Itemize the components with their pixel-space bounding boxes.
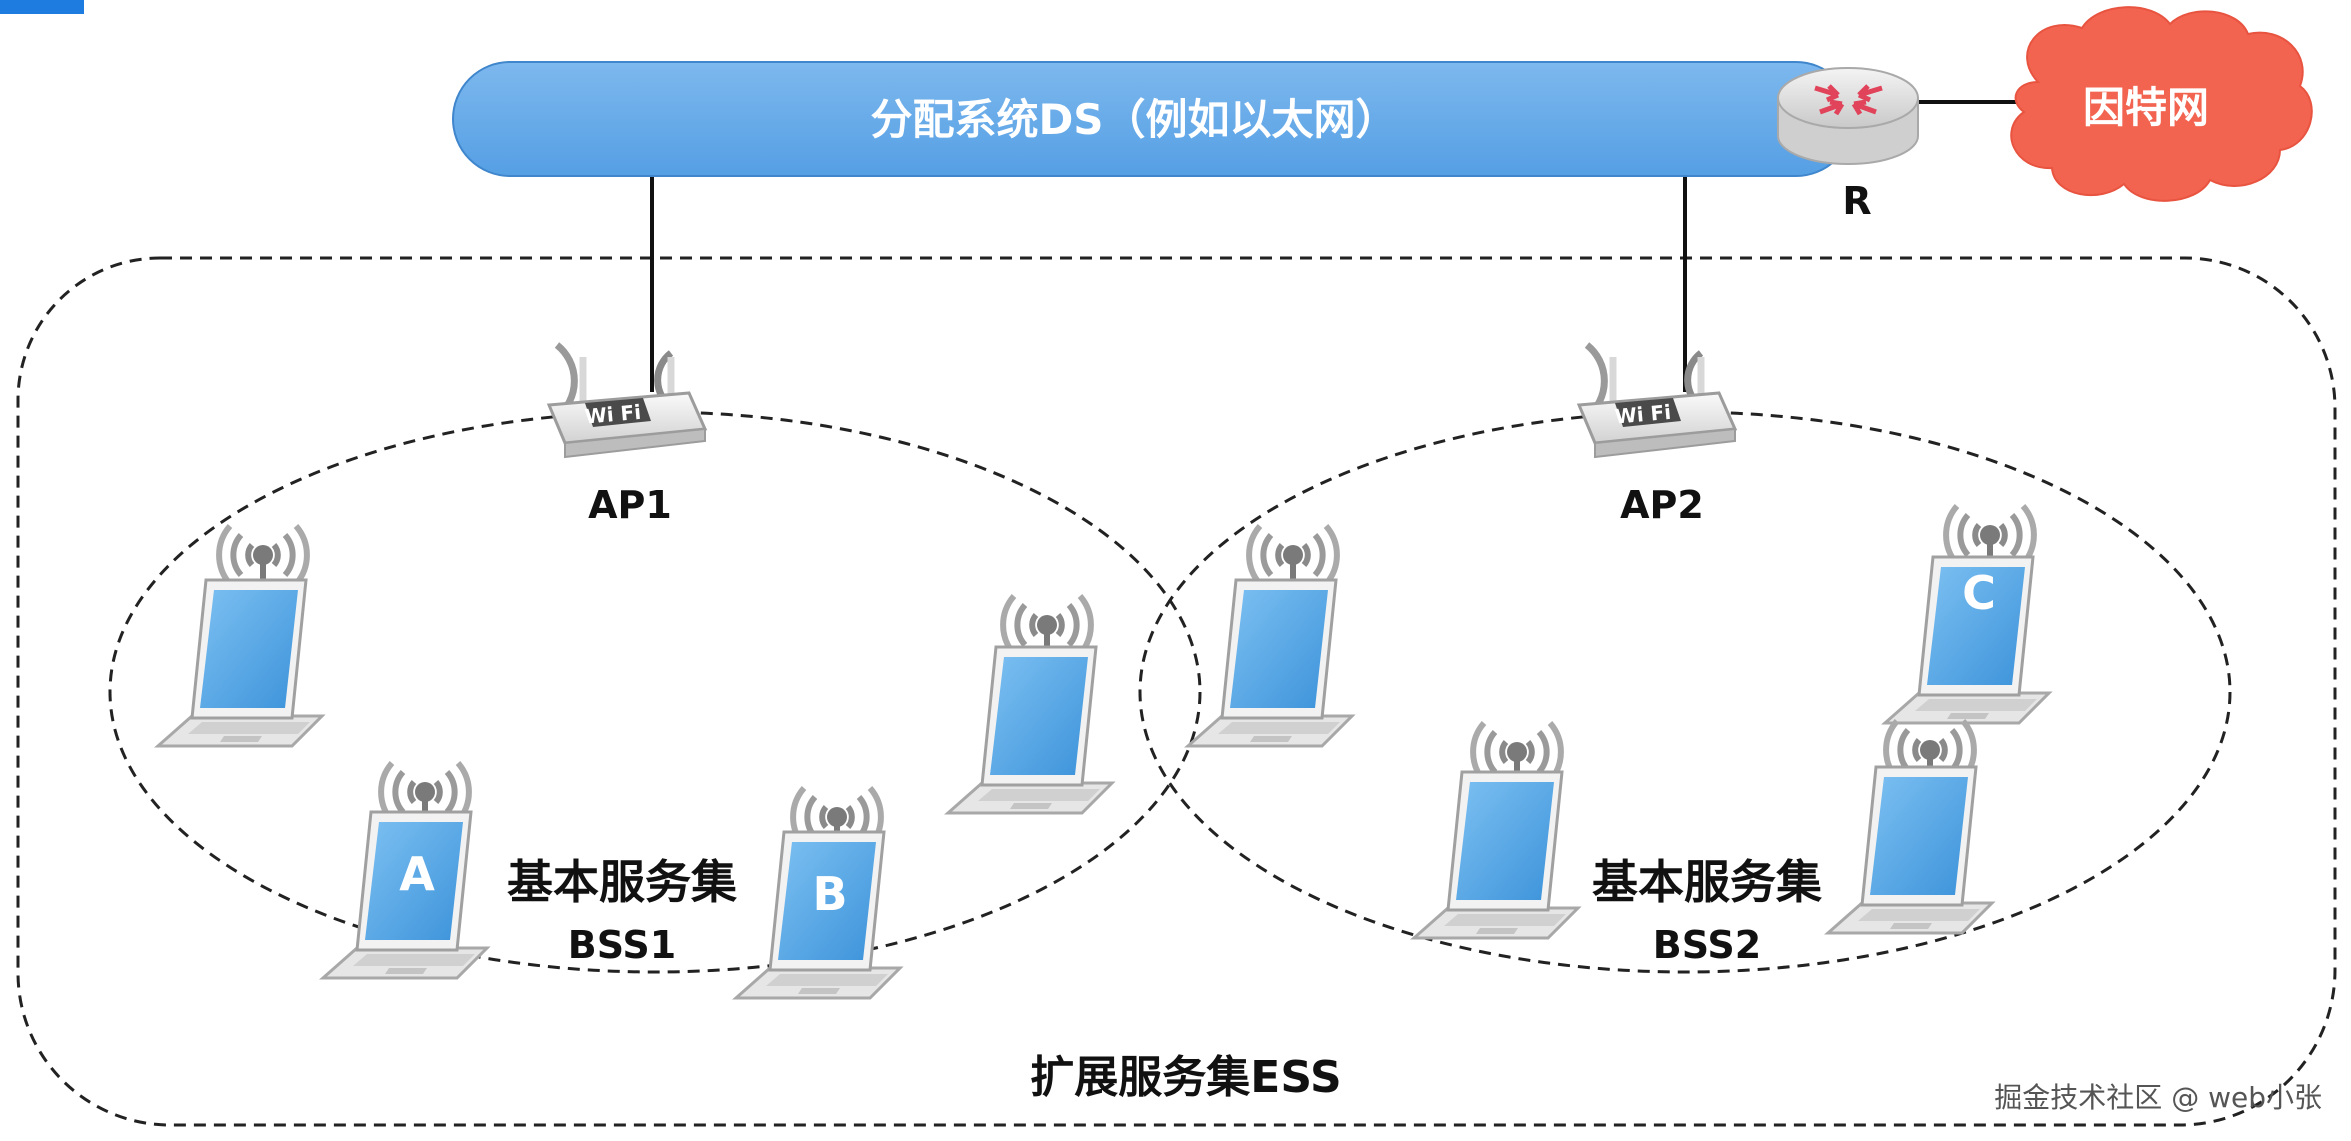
laptop-station-icon (1826, 765, 1994, 935)
router-label: R (1842, 179, 1871, 223)
ess-label: 扩展服务集ESS (1030, 1052, 1341, 1103)
laptop-station-icon (1186, 578, 1354, 748)
ap2-badge: Wi Fi (1614, 400, 1672, 429)
station-a-letter: A (399, 847, 435, 901)
laptop-station-icon (1249, 526, 1337, 585)
laptop-station-icon: B (734, 830, 902, 1000)
laptop-station-icon (946, 645, 1114, 815)
bss2-subtitle: BSS2 (1653, 923, 1761, 967)
internet-cloud (2010, 6, 2313, 202)
ap1-label: AP1 (588, 483, 672, 527)
ess-boundary (16, 256, 2337, 1127)
wifi-access-point-icon: Wi Fi (549, 345, 705, 457)
laptop-station-icon (1412, 770, 1580, 940)
laptop-station-icon: C (1883, 555, 2051, 725)
laptop-station-icon (219, 526, 307, 585)
ap1-badge: Wi Fi (584, 400, 642, 429)
wifi-access-point-icon: Wi Fi (1579, 345, 1735, 457)
router-icon (1777, 67, 1919, 165)
internet-label: 因特网 (2083, 83, 2209, 132)
distribution-system-label: 分配系统DS（例如以太网） (870, 95, 1397, 144)
station-c-letter: C (1962, 566, 1996, 620)
bss1-boundary (108, 410, 1202, 974)
ap2-label: AP2 (1620, 483, 1704, 527)
bss2-boundary (1138, 410, 2232, 974)
station-b-letter: B (812, 867, 847, 921)
laptop-station-icon (156, 578, 324, 748)
laptop-station-icon: A (321, 810, 489, 980)
bss1-subtitle: BSS1 (568, 923, 676, 967)
bss2-title: 基本服务集 (1592, 855, 1822, 909)
corner-accent (0, 0, 84, 14)
watermark: 掘金技术社区 @ web小张 (1994, 1081, 2322, 1114)
bss1-title: 基本服务集 (507, 855, 737, 909)
